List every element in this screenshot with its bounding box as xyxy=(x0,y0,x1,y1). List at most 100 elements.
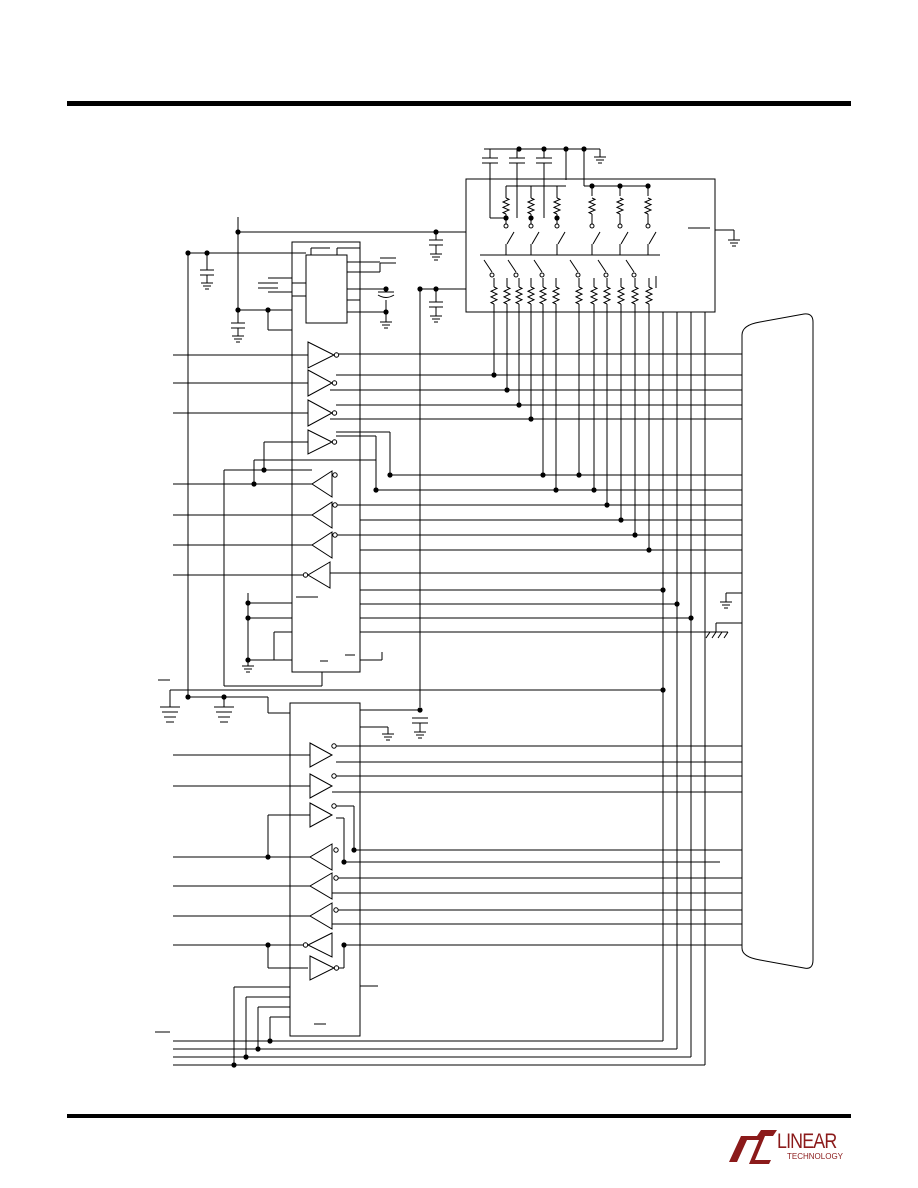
switch-low-contact-3 xyxy=(539,272,545,278)
resistor-low-10 xyxy=(616,286,626,305)
junction-dot-54 xyxy=(255,1046,261,1052)
terminator-block xyxy=(465,178,716,313)
switch-low-1 xyxy=(483,259,493,273)
driver-2-2 xyxy=(309,773,334,799)
switch-low-4 xyxy=(569,259,579,273)
switch-low-5 xyxy=(597,259,607,273)
driver-2-2-bubble xyxy=(331,773,337,779)
switch-top-contact-2 xyxy=(528,223,534,229)
receiver-2-1-bubble xyxy=(333,847,339,853)
charge-pump xyxy=(305,254,348,324)
junction-dot-41 xyxy=(245,615,251,621)
junction-dot-51 xyxy=(341,942,347,948)
resistor-low-11 xyxy=(630,286,640,305)
switch-top-5 xyxy=(620,231,629,245)
junction-dot-21 xyxy=(491,372,497,378)
resistor-low-3 xyxy=(514,286,524,305)
junction-dot-27 xyxy=(576,472,582,478)
junction-dot-28 xyxy=(591,487,597,493)
junction-dot-49 xyxy=(341,859,347,865)
junction-dot-34 xyxy=(373,487,379,493)
receiver-2-4-bubble xyxy=(302,942,309,948)
top-rule xyxy=(67,101,851,106)
switch-top-4 xyxy=(592,231,601,245)
junction-dot-16 xyxy=(528,215,534,221)
junction-dot-2 xyxy=(204,250,210,256)
driver-2-1-bubble xyxy=(331,743,337,749)
junction-dot-38 xyxy=(674,601,680,607)
driver-1-1 xyxy=(307,341,336,369)
receiver-1-2 xyxy=(311,501,333,529)
switch-top-contact-4 xyxy=(589,223,595,229)
db-connector xyxy=(741,313,814,969)
receiver-2-2 xyxy=(309,872,333,900)
junction-dot-24 xyxy=(528,416,534,422)
junction-dot-9 xyxy=(433,286,439,292)
logo-wordmark: LINEAR xyxy=(777,1130,837,1153)
junction-dot-48 xyxy=(351,847,357,853)
resistor-top-5 xyxy=(615,197,625,215)
junction-dot-23 xyxy=(516,402,522,408)
receiver-1-4 xyxy=(307,561,331,589)
junction-dot-35 xyxy=(261,467,267,473)
receiver-1-1 xyxy=(311,470,333,498)
linear-technology-logo: LINEAR TECHNOLOGY xyxy=(727,1130,853,1166)
switch-top-6 xyxy=(648,231,657,245)
junction-dot-42 xyxy=(245,657,251,663)
junction-dot-37 xyxy=(660,587,666,593)
switch-low-contact-6 xyxy=(631,272,637,278)
junction-dot-18 xyxy=(589,183,595,189)
junction-dot-5 xyxy=(265,307,271,313)
junction-dot-55 xyxy=(267,1038,273,1044)
junction-dot-20 xyxy=(645,183,651,189)
junction-dot-30 xyxy=(618,517,624,523)
junction-dot-33 xyxy=(387,472,393,478)
resistor-low-5 xyxy=(538,286,548,305)
driver-2-4 xyxy=(309,955,336,981)
junction-dot-50 xyxy=(265,942,271,948)
switch-low-contact-2 xyxy=(513,272,519,278)
junction-dot-53 xyxy=(243,1054,249,1060)
switch-top-contact-1 xyxy=(503,223,509,229)
junction-dot-40 xyxy=(245,600,251,606)
junction-dot-22 xyxy=(504,387,510,393)
switch-low-3 xyxy=(533,259,543,273)
logo-subtitle: TECHNOLOGY xyxy=(787,1152,844,1161)
receiver-2-2-bubble xyxy=(333,875,339,881)
junction-dot-32 xyxy=(646,547,652,553)
resistor-low-4 xyxy=(526,286,536,305)
junction-dot-26 xyxy=(553,487,559,493)
driver-1-3-bubble xyxy=(331,410,338,416)
junction-dot-1 xyxy=(235,229,241,235)
receiver-2-3-bubble xyxy=(333,907,339,913)
junction-dot-4 xyxy=(433,229,439,235)
junction-dot-7 xyxy=(383,286,389,292)
driver-1-4-bubble xyxy=(331,439,338,445)
switch-low-contact-1 xyxy=(489,272,495,278)
receiver-2-3 xyxy=(309,902,333,930)
resistor-low-9 xyxy=(602,286,612,305)
junction-dot-44 xyxy=(221,694,227,700)
junction-dot-11 xyxy=(516,146,522,152)
switch-top-1 xyxy=(506,231,515,245)
receiver-1-3-bubble xyxy=(332,532,338,538)
driver-1-2 xyxy=(307,369,334,397)
driver-2-1 xyxy=(309,742,334,768)
transceiver-chip-1 xyxy=(291,241,361,673)
receiver-2-4 xyxy=(306,932,333,958)
junction-dot-43 xyxy=(185,694,191,700)
resistor-top-3 xyxy=(552,197,562,215)
junction-dot-14 xyxy=(581,146,587,152)
driver-1-2-bubble xyxy=(331,380,338,386)
driver-2-3 xyxy=(309,802,334,828)
switch-low-contact-4 xyxy=(575,272,581,278)
switch-top-contact-5 xyxy=(617,223,623,229)
junction-dot-45 xyxy=(660,687,666,693)
resistor-low-2 xyxy=(502,286,512,305)
resistor-top-6 xyxy=(643,197,653,215)
junction-dot-12 xyxy=(541,146,547,152)
junction-dot-3 xyxy=(185,250,191,256)
receiver-2-1 xyxy=(309,843,333,871)
driver-1-3 xyxy=(307,399,334,427)
